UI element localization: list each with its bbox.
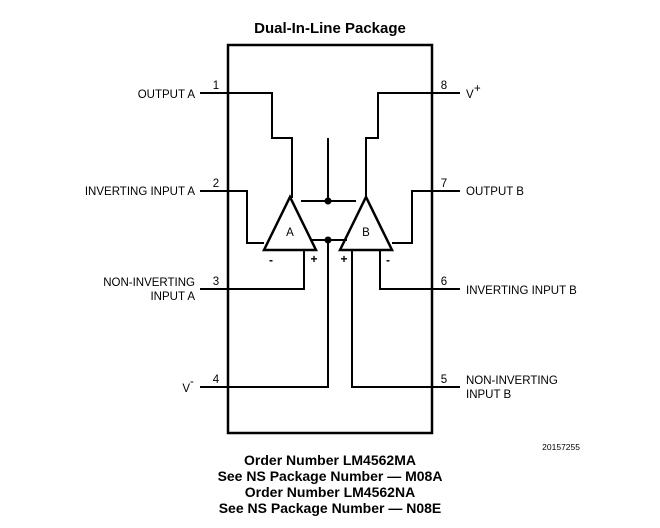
diagram-title: Dual-In-Line Package	[254, 20, 406, 37]
pin-1-number: 1	[213, 80, 219, 92]
inverting-input-a-wire	[228, 190, 264, 244]
pin-7-label: OUTPUT B	[466, 186, 524, 198]
pin-8-label: V	[466, 89, 474, 101]
amplifier-b-minus-sign: -	[386, 253, 390, 267]
pin-4-label: V	[182, 383, 190, 395]
pin-7-number: 7	[441, 178, 447, 190]
v-minus-junction-dot	[324, 236, 332, 244]
v-plus-tap-wire	[301, 138, 329, 202]
amplifier-a-minus-sign: -	[269, 253, 273, 267]
ns-package-n08e: See NS Package Number — N08E	[219, 500, 442, 516]
package-body	[226, 43, 434, 435]
amplifier-a-label: A	[286, 227, 294, 239]
pin-1-label: OUTPUT A	[138, 89, 196, 101]
pin-2-label: INVERTING INPUT A	[85, 186, 195, 198]
pin-3-label-line2: INPUT A	[150, 291, 195, 303]
amplifier-a-triangle	[261, 194, 319, 252]
v-minus-wire	[228, 240, 329, 388]
amplifier-b-plus-sign: +	[340, 252, 347, 266]
ns-package-m08a: See NS Package Number — M08A	[218, 468, 443, 484]
output-b-wire	[392, 190, 432, 244]
pin-8-superscript: +	[474, 83, 481, 95]
figure-number: 20157255	[542, 442, 580, 452]
inverting-input-b-wire	[379, 250, 432, 290]
non-inverting-input-a-wire	[228, 250, 305, 290]
order-number-na: Order Number LM4562NA	[245, 484, 415, 500]
pin-5-label-line1: NON-INVERTING	[466, 375, 558, 387]
non-inverting-input-b-wire	[351, 250, 432, 388]
pin-6-number: 6	[441, 276, 447, 288]
pin-2-number: 2	[213, 178, 219, 190]
pin-5-number: 5	[441, 374, 447, 386]
pin-3-number: 3	[213, 276, 219, 288]
pin-4-superscript: -	[190, 376, 194, 388]
pin-5-label-line2: INPUT B	[466, 389, 511, 401]
pin-4-number: 4	[213, 374, 220, 386]
amplifier-a-plus-sign: +	[310, 252, 317, 266]
pin-3-label-line1: NON-INVERTING	[103, 277, 195, 289]
amplifier-b-triangle	[337, 194, 395, 252]
output-a-wire	[228, 92, 293, 198]
v-plus-junction-dot	[324, 197, 332, 205]
pin-8-number: 8	[441, 80, 447, 92]
pin-6-label: INVERTING INPUT B	[466, 285, 577, 297]
amplifier-b-label: B	[362, 227, 370, 239]
v-plus-pin-wire	[365, 92, 432, 198]
order-number-ma: Order Number LM4562MA	[244, 452, 416, 468]
